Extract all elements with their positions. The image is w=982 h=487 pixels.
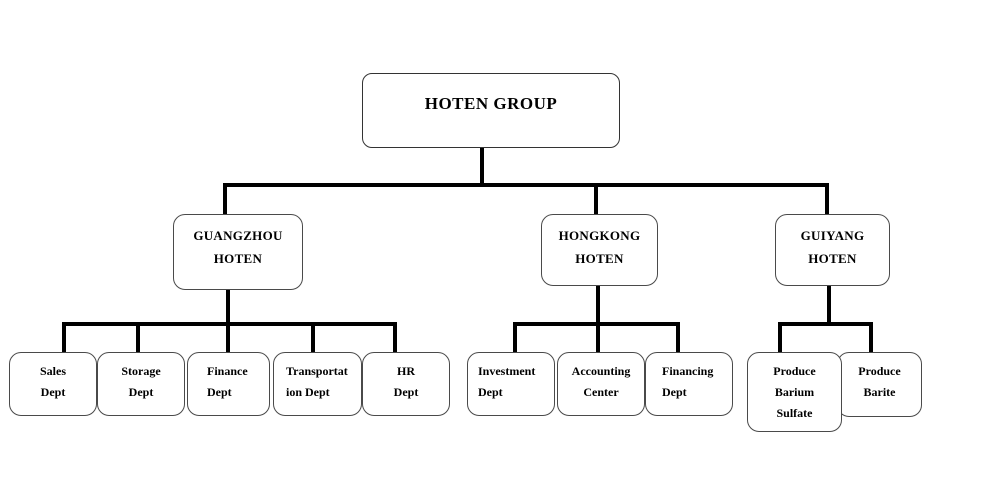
connector-drop-financing — [676, 324, 680, 352]
node-label-line: GUIYANG — [800, 228, 865, 243]
node-produce-barite: Produce Barite — [837, 352, 922, 417]
node-label-line: Dept — [128, 385, 154, 399]
node-produce-barium-sulfate: Produce Barium Sulfate — [747, 352, 842, 432]
connector-drop-barite — [869, 324, 873, 352]
node-label-line: ion Dept — [286, 385, 330, 399]
node-label-line: HONGKONG — [558, 228, 641, 243]
connector-drop-hr — [393, 324, 397, 352]
connector-guangzhou-stem — [226, 289, 230, 352]
node-label-line: Dept — [478, 385, 503, 399]
connector-drop-guiyang — [825, 185, 829, 215]
connector-hongkong-stem — [596, 286, 600, 352]
node-hongkong-hoten: HONGKONG HOTEN — [541, 214, 658, 286]
node-guangzhou-hoten: GUANGZHOU HOTEN — [173, 214, 303, 290]
node-label-line: Finance — [207, 364, 248, 378]
node-label-line: Dept — [393, 385, 419, 399]
node-label-line: GUANGZHOU — [193, 228, 283, 243]
connector-main-bus — [223, 183, 829, 187]
node-storage-dept: Storage Dept — [97, 352, 185, 416]
connector-drop-investment — [513, 324, 517, 352]
node-guiyang-hoten: GUIYANG HOTEN — [775, 214, 890, 286]
node-investment-dept: Investment Dept — [467, 352, 555, 416]
node-label-line: Produce — [858, 364, 901, 378]
node-hoten-group: HOTEN GROUP — [362, 73, 620, 148]
node-label-line: Produce — [773, 364, 816, 378]
connector-drop-transportation — [311, 324, 315, 352]
connector-hongkong-bus — [513, 322, 680, 326]
node-label-line: Transportat — [286, 364, 348, 378]
connector-guiyang-stem — [827, 286, 831, 324]
connector-drop-barium-sulfate — [778, 324, 782, 352]
node-accounting-center: Accounting Center — [557, 352, 645, 416]
node-label-line: Dept — [662, 385, 687, 399]
connector-drop-hongkong — [594, 185, 598, 215]
node-label-line: Sulfate — [776, 406, 813, 420]
node-label-line: Dept — [207, 385, 232, 399]
node-label-line: Barium — [774, 385, 815, 399]
node-label-line: HR — [397, 364, 415, 378]
node-label-line: Storage — [121, 364, 161, 378]
node-label-line: HOTEN — [808, 251, 857, 266]
node-transportation-dept: Transportat ion Dept — [273, 352, 362, 416]
node-label-line: HOTEN — [575, 251, 624, 266]
node-financing-dept: Financing Dept — [645, 352, 733, 416]
node-label-line: Center — [583, 385, 619, 399]
node-label-line: Sales — [39, 364, 66, 378]
connector-root-stem — [480, 148, 484, 185]
connector-drop-storage — [136, 324, 140, 352]
node-sales-dept: Sales Dept — [9, 352, 97, 416]
node-label-line: Dept — [40, 385, 66, 399]
connector-drop-guangzhou — [223, 185, 227, 215]
node-label-line: HOTEN — [213, 251, 263, 266]
node-label-line: Investment — [478, 364, 536, 378]
connector-drop-sales — [62, 324, 66, 352]
node-label-line: Financing — [662, 364, 714, 378]
node-label-line: Accounting — [571, 364, 631, 378]
connector-guangzhou-bus — [62, 322, 397, 326]
node-hr-dept: HR Dept — [362, 352, 450, 416]
node-finance-dept: Finance Dept — [187, 352, 270, 416]
node-label: HOTEN GROUP — [424, 94, 558, 113]
connector-guiyang-bus — [778, 322, 873, 326]
node-label-line: Barite — [863, 385, 896, 399]
